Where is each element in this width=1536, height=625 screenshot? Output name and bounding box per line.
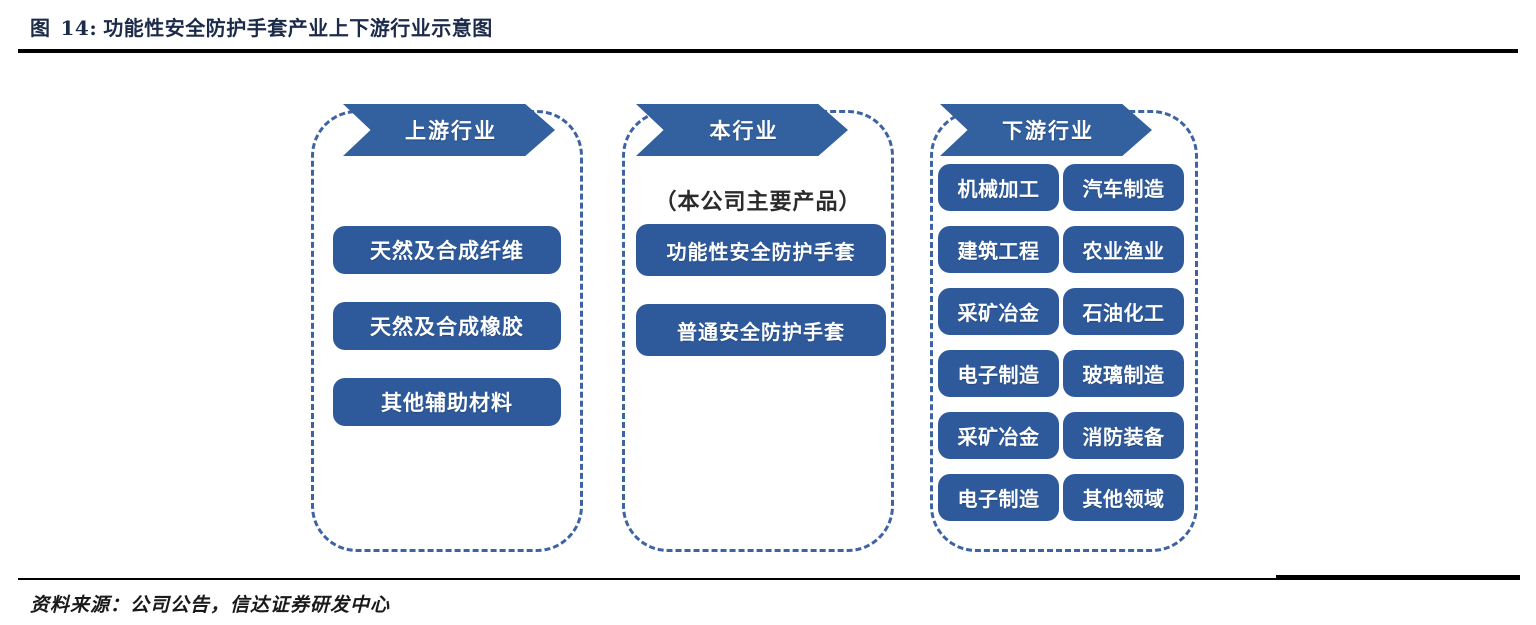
banner-upstream-label: 上游行业 [405, 120, 497, 143]
downstream-item: 玻璃制造 [1063, 350, 1184, 397]
banner-industry-label: 本行业 [709, 120, 779, 143]
page-title: 图 14:功能性安全防护手套产业上下游行业示意图 [30, 12, 493, 41]
upstream-item: 其他辅助材料 [333, 378, 561, 426]
figure-number: 14: [60, 16, 98, 40]
downstream-item: 农业渔业 [1063, 226, 1184, 273]
downstream-item: 建筑工程 [938, 226, 1059, 273]
downstream-item: 采矿冶金 [938, 288, 1059, 335]
footer-divider-left [18, 578, 1276, 580]
upstream-item: 天然及合成纤维 [333, 226, 561, 274]
banner-upstream: 上游行业 [343, 104, 555, 156]
banner-industry: 本行业 [636, 104, 848, 156]
banner-downstream-label: 下游行业 [1002, 120, 1094, 143]
downstream-item: 机械加工 [938, 164, 1059, 211]
downstream-item: 其他领域 [1063, 474, 1184, 521]
figure-header: 图 14:功能性安全防护手套产业上下游行业示意图 [0, 0, 1536, 53]
title-divider [18, 49, 1518, 53]
industry-note-label: （本公司主要产品） [654, 189, 862, 214]
downstream-item: 电子制造 [938, 474, 1059, 521]
downstream-item: 石油化工 [1063, 288, 1184, 335]
downstream-item: 电子制造 [938, 350, 1059, 397]
footer-divider-right [1276, 575, 1520, 580]
industry-item: 普通安全防护手套 [636, 304, 886, 356]
industry-item: 功能性安全防护手套 [636, 224, 886, 276]
source-note: 资料来源：公司公告，信达证券研发中心 [30, 594, 391, 616]
downstream-item: 汽车制造 [1063, 164, 1184, 211]
banner-downstream: 下游行业 [940, 104, 1152, 156]
downstream-item: 消防装备 [1063, 412, 1184, 459]
figure-label: 图 [30, 16, 51, 40]
figure-title-text: 功能性安全防护手套产业上下游行业示意图 [103, 16, 493, 40]
downstream-item: 采矿冶金 [938, 412, 1059, 459]
industry-chain-diagram: 上游行业 本行业 下游行业 天然及合成纤维 天然及合成橡胶 其他辅助材料 （本公… [0, 52, 1536, 565]
upstream-item: 天然及合成橡胶 [333, 302, 561, 350]
